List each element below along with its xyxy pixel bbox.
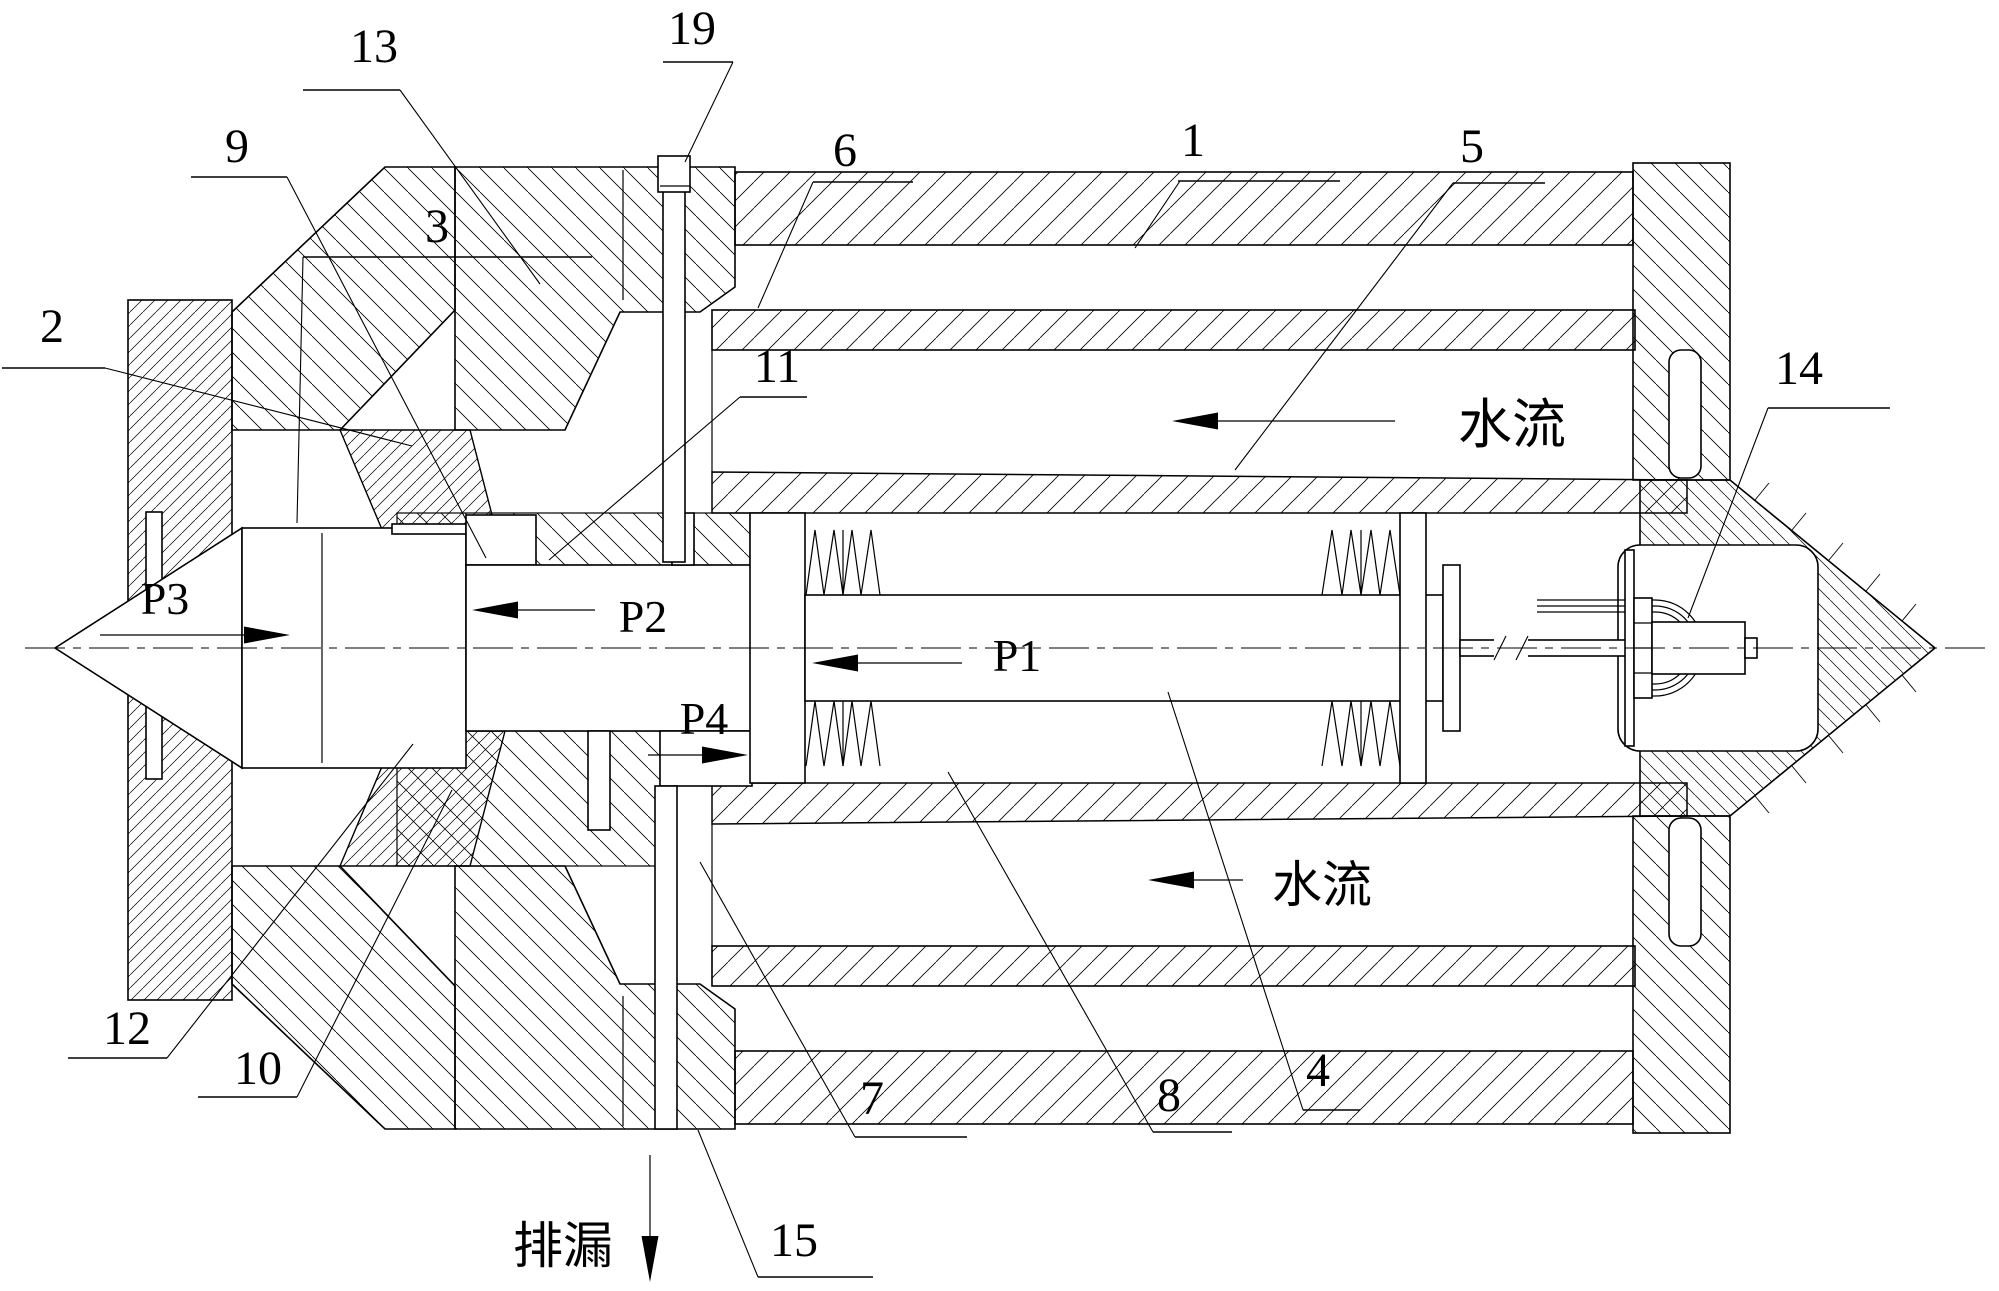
leader-line-10: [296, 789, 453, 1098]
outer-casing-bottom: [734, 1050, 1634, 1125]
pressure-label-p3: P3: [141, 573, 190, 624]
part-label-7: 7: [860, 1072, 884, 1125]
part-label-15: 15: [770, 1214, 818, 1267]
gland-flange-bottom: [454, 865, 736, 1130]
leader-line-15: [697, 1129, 759, 1278]
leader-line-6: [757, 181, 814, 309]
inner-tube-wall-top: [711, 309, 1636, 351]
part-label-13: 13: [350, 20, 398, 73]
drain-pipe-lower: [654, 785, 678, 1130]
part-label-1: 1: [1181, 114, 1205, 167]
part-label-14: 14: [1775, 342, 1823, 395]
p4-flow-arrow-head: [702, 746, 748, 764]
leader-line-19: [684, 61, 734, 163]
leader-line-14: [1687, 407, 1769, 619]
flow-text-1: 水流: [1272, 856, 1372, 914]
part-label-4: 4: [1306, 1044, 1330, 1097]
leader-line-9: [286, 176, 487, 559]
core-shim-plate: [391, 523, 467, 535]
part-label-6: 6: [833, 124, 857, 177]
part-label-5: 5: [1460, 120, 1484, 173]
spring-left-bottom: [805, 700, 881, 767]
drain-arrow-head: [641, 1236, 659, 1282]
sleeve-wall-top: [711, 471, 1688, 514]
leader-line-11: [548, 396, 741, 561]
leader-line-12: [166, 743, 414, 1059]
water-flow-arrow-top-head: [1172, 412, 1218, 430]
part-label-9: 9: [225, 120, 249, 173]
right-flange-slot-top: [1668, 349, 1702, 479]
part-label-3: 3: [425, 200, 449, 253]
spring-right-bottom: [1321, 700, 1401, 767]
leader-line-1: [1134, 180, 1181, 249]
p1-flow-arrow-head: [812, 654, 858, 672]
gland-flange-top: [454, 166, 736, 431]
leader-line-4: [1167, 691, 1304, 1111]
p2-flow-arrow-head: [472, 601, 518, 619]
pressure-label-p1: P1: [993, 630, 1042, 681]
tail-cone-surface-ticks: [1754, 482, 1917, 814]
leader-line-8: [947, 771, 1154, 1133]
leak-passage: [587, 730, 611, 831]
leader-line-2: [104, 367, 413, 447]
leader-line-5: [1234, 182, 1454, 471]
leader-line-7: [699, 861, 856, 1138]
right-flange-slot-bottom: [1668, 817, 1702, 947]
part-label-2: 2: [40, 300, 64, 353]
spring-left-top: [805, 529, 881, 596]
part-label-12: 12: [103, 1002, 151, 1055]
part-label-10: 10: [234, 1042, 282, 1095]
part-label-19: 19: [668, 2, 716, 55]
drain-pipe-upper: [662, 189, 686, 563]
water-flow-arrow-bottom-head: [1148, 871, 1194, 889]
leader-line-3: [296, 256, 304, 524]
part-label-8: 8: [1157, 1069, 1181, 1122]
core-step: [465, 514, 537, 566]
part-label-11: 11: [754, 340, 800, 393]
pressure-label-p2: P2: [619, 591, 668, 642]
casing-wedge-top: [231, 166, 456, 431]
leader-line-13: [399, 89, 541, 285]
pressure-label-p4: P4: [680, 693, 729, 744]
core-housing-top-right: [693, 512, 751, 566]
p3-flow-arrow-head: [244, 626, 290, 644]
flow-text-0: 水流: [1458, 393, 1566, 456]
flow-text-2: 排漏: [513, 1217, 613, 1275]
inner-tube-wall-bottom: [711, 945, 1636, 987]
spring-right-top: [1321, 529, 1401, 596]
